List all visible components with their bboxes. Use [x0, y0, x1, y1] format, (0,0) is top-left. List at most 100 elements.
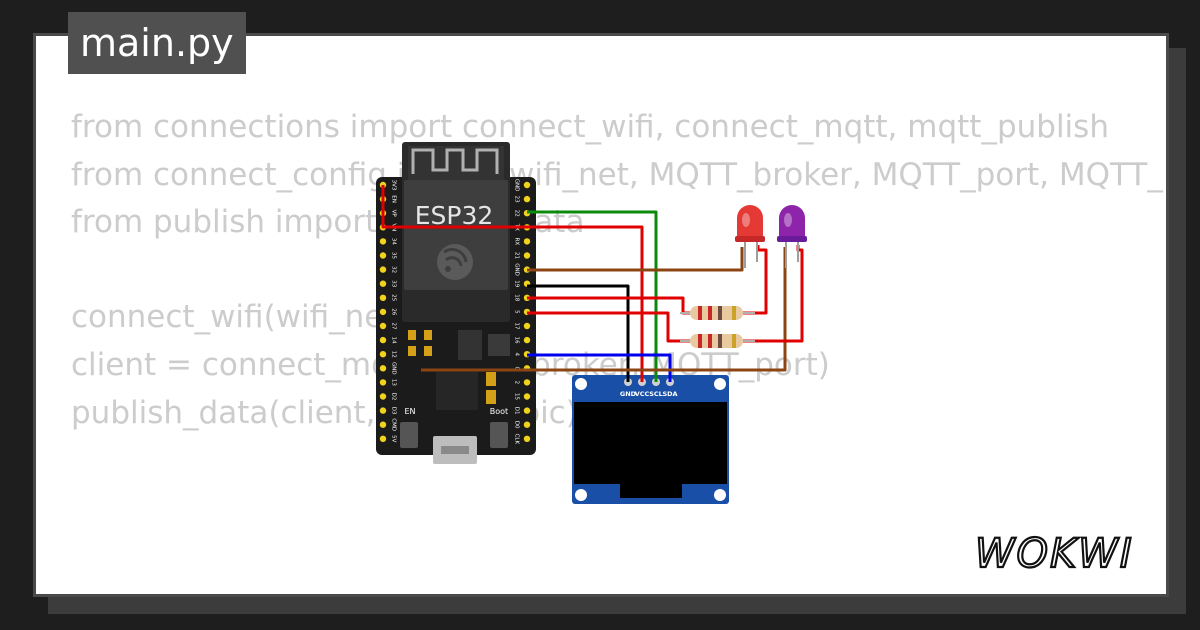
oled-pin-gnd: GND — [620, 390, 637, 398]
en-button[interactable] — [400, 422, 418, 448]
file-tab-label: main.py — [80, 21, 234, 65]
right-pin-label: 2 — [514, 381, 520, 385]
wire-brown-gnd — [527, 247, 744, 272]
left-pin-label: D3 — [391, 407, 397, 415]
right-pin[interactable] — [523, 421, 531, 428]
voltage-regulator — [458, 330, 482, 360]
right-pin[interactable] — [523, 181, 531, 189]
wire-led-red-anode — [743, 245, 768, 315]
wires — [381, 185, 804, 382]
left-pin-label: 3V3 — [391, 180, 397, 191]
code-line: from connections import connect_wifi, co… — [71, 109, 1109, 145]
code-preview: from connections import connect_wifi, co… — [71, 104, 1163, 437]
right-pin-label: 15 — [514, 393, 520, 400]
left-pin[interactable] — [379, 336, 387, 344]
left-pin-label: 35 — [391, 252, 397, 259]
left-pin-label: CMD — [391, 418, 397, 431]
oled-pin-scl: SCL — [649, 390, 663, 398]
left-pin[interactable] — [379, 322, 387, 330]
wire-black-gnd — [527, 284, 630, 382]
left-pin-label: GND — [391, 362, 397, 375]
wokwi-logo: WOKWI — [974, 525, 1150, 581]
file-tab[interactable]: main.py — [68, 12, 246, 74]
right-pin-label: CLK — [514, 434, 520, 445]
right-pin[interactable] — [523, 252, 531, 259]
right-pin[interactable] — [523, 238, 531, 245]
wokwi-logo-icon: WOKWI — [974, 530, 1134, 578]
esp32-board[interactable]: ESP32 EN Boot 3V3ENVPVN34353233252627141… — [376, 142, 536, 464]
left-pin-label: 32 — [391, 266, 397, 273]
right-pin-label: RX — [514, 238, 520, 246]
left-pin-label: 33 — [391, 280, 397, 287]
wire-blue-sda — [527, 353, 672, 382]
left-pin-label: 25 — [391, 294, 397, 301]
left-pin-label: 14 — [391, 337, 397, 344]
left-pin[interactable] — [379, 435, 387, 442]
preview-card: from connections import connect_wifi, co… — [33, 33, 1169, 597]
usb-uart-chip — [436, 372, 478, 410]
left-pin[interactable] — [379, 252, 387, 259]
right-pin-label: 17 — [514, 323, 520, 330]
right-pin-label: 19 — [514, 280, 520, 287]
right-pin-label: GND — [514, 179, 520, 192]
right-pin-label: 16 — [514, 337, 520, 344]
right-pin-label: 18 — [514, 294, 520, 301]
resistor-2[interactable] — [680, 334, 755, 348]
left-pin-label: VP — [391, 210, 397, 218]
left-pin[interactable] — [379, 280, 387, 287]
wire-led-purple-anode — [743, 245, 804, 343]
right-pin[interactable] — [523, 379, 531, 386]
right-pin[interactable] — [523, 393, 531, 400]
wire-brown-gnd2 — [421, 247, 787, 372]
wire-green — [527, 210, 658, 382]
left-pin-label: 13 — [391, 379, 397, 386]
right-pin[interactable] — [523, 195, 531, 203]
espressif-logo-icon — [437, 244, 473, 280]
right-pin-label: 23 — [514, 196, 520, 203]
oled-screen — [574, 402, 727, 484]
right-pin-label: 4 — [514, 352, 520, 356]
right-pin[interactable] — [523, 407, 531, 414]
led-purple[interactable] — [777, 205, 807, 268]
en-button-label: EN — [404, 407, 415, 416]
wire-red-led2 — [527, 311, 690, 343]
right-pin[interactable] — [523, 322, 531, 330]
right-pin-label: D1 — [514, 407, 520, 415]
left-pin[interactable] — [379, 379, 387, 386]
left-pin-label: 34 — [391, 238, 397, 245]
resistor-1[interactable] — [680, 306, 755, 320]
left-pin-label: D2 — [391, 393, 397, 401]
left-pin-label: 12 — [391, 351, 397, 358]
left-pin[interactable] — [379, 393, 387, 400]
left-pin[interactable] — [379, 238, 387, 245]
code-line: connect_wifi(wifi_net) — [71, 299, 408, 336]
oled-pin-vcc: VCC — [635, 390, 650, 398]
left-pin-label: 5V — [391, 435, 397, 442]
left-pin-label: 26 — [391, 308, 397, 315]
oled-pin-sda: SDA — [662, 390, 677, 398]
left-pin[interactable] — [379, 365, 387, 372]
right-pin[interactable] — [523, 336, 531, 344]
left-pin-label: EN — [391, 195, 397, 203]
chip-label: ESP32 — [415, 201, 494, 230]
wokwi-logo-text: WOKWI — [975, 531, 1134, 577]
right-pin-label: 5 — [514, 310, 520, 314]
left-pin[interactable] — [379, 351, 387, 358]
right-pin-label: D0 — [514, 421, 520, 429]
wire-red-led — [527, 296, 690, 315]
left-pin[interactable] — [379, 294, 387, 301]
left-pin[interactable] — [379, 308, 387, 316]
boot-button[interactable] — [490, 422, 508, 448]
left-pin[interactable] — [379, 421, 387, 428]
boot-button-label: Boot — [490, 407, 508, 416]
oled-display[interactable]: GND VCC SCL SDA — [572, 375, 729, 504]
left-pin[interactable] — [379, 266, 387, 273]
left-pin-label: 27 — [391, 323, 397, 330]
code-line: from connect_config import wifi_net, MQT… — [71, 156, 1163, 193]
right-pin[interactable] — [523, 435, 531, 442]
led-red[interactable] — [735, 205, 765, 268]
right-pin-label: 22 — [514, 210, 520, 217]
right-pin-label: GND — [514, 263, 520, 276]
left-pin[interactable] — [379, 407, 387, 414]
